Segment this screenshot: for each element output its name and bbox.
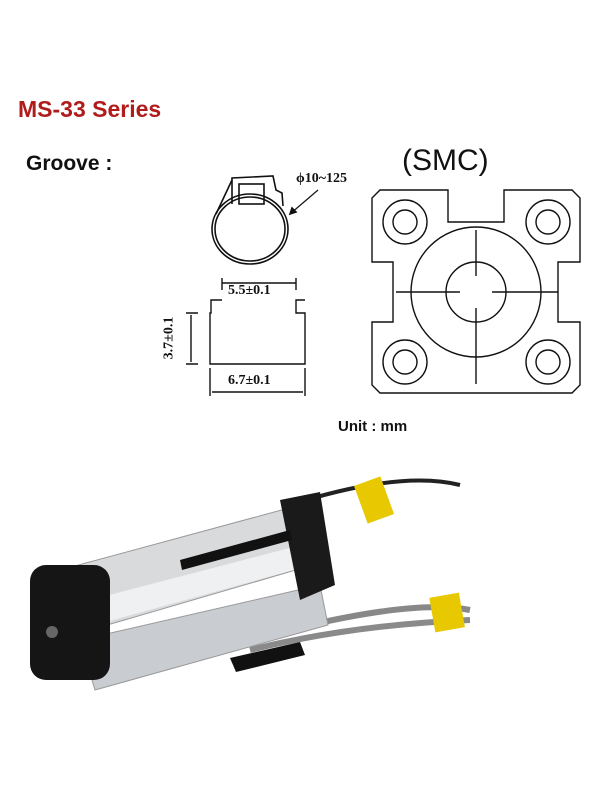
- groove-depth-label: 3.7±0.1: [161, 316, 177, 360]
- smc-end-plate-drawing: [371, 189, 581, 394]
- groove-label: Groove :: [26, 152, 113, 175]
- groove-profile-drawing: [186, 278, 306, 396]
- clamp-cylinder-drawing: [211, 175, 319, 265]
- product-photo: [30, 476, 471, 691]
- series-title: MS-33 Series: [18, 96, 162, 122]
- brand-label: (SMC): [402, 144, 489, 177]
- diameter-range-label: ϕ10~125: [296, 171, 348, 186]
- groove-top-width-label: 5.5±0.1: [228, 283, 271, 298]
- unit-label: Unit : mm: [338, 418, 408, 435]
- groove-bottom-width-label: 6.7±0.1: [228, 373, 271, 388]
